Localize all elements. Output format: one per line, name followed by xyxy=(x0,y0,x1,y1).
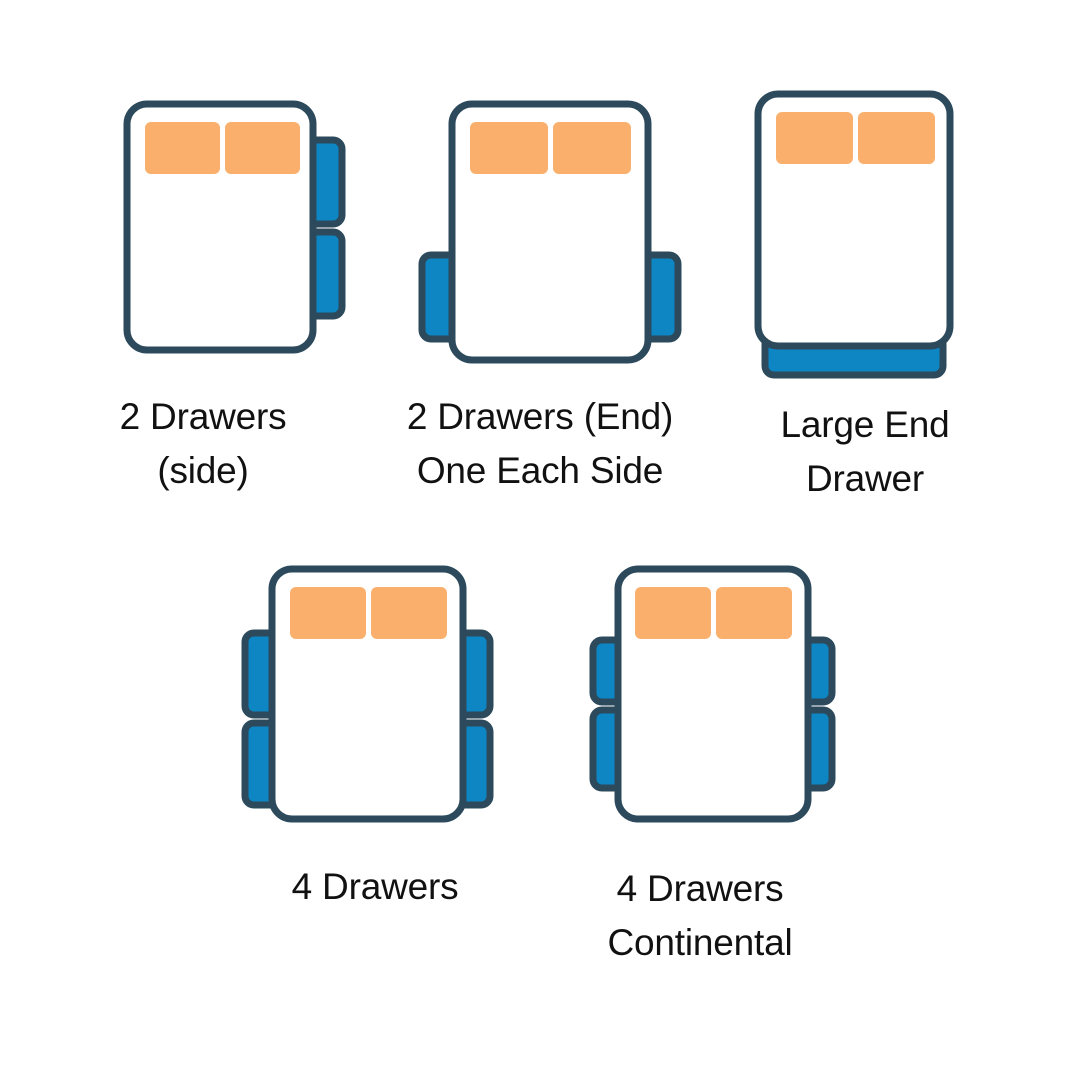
bed-option-label-2-drawers-side: 2 Drawers (side) xyxy=(119,396,287,491)
pillow-right xyxy=(553,122,631,174)
bed-option-label-4-drawers: 4 Drawers xyxy=(291,866,459,907)
bed-option-4-drawers-continental[interactable] xyxy=(580,555,845,845)
bed-option-label-2-drawers-end: 2 Drawers (End) One Each Side xyxy=(406,396,674,491)
bed-2-drawers-side-icon xyxy=(123,100,346,354)
bed-4-drawers-continental-icon xyxy=(589,565,836,823)
pillow-left xyxy=(635,587,711,639)
pillow-left xyxy=(776,112,853,164)
bed-option-large-end-drawer[interactable] xyxy=(750,80,980,390)
bed-option-2-drawers-side[interactable] xyxy=(100,90,360,390)
pillow-right xyxy=(716,587,792,639)
bed-large-end-drawer-icon xyxy=(754,90,954,379)
bed-option-4-drawers[interactable] xyxy=(235,555,500,845)
pillow-left xyxy=(290,587,366,639)
bed-option-2-drawers-end[interactable] xyxy=(410,90,690,390)
bed-option-label-large-end-drawer: Large End Drawer xyxy=(780,404,950,499)
bed-option-label-4-drawers-continental: 4 Drawers Continental xyxy=(607,868,793,963)
bed-4-drawers-icon xyxy=(241,565,494,823)
bed-2-drawers-end-icon xyxy=(418,100,682,364)
pillow-left xyxy=(470,122,548,174)
pillow-left xyxy=(145,122,220,174)
pillow-right xyxy=(371,587,447,639)
pillow-right xyxy=(225,122,300,174)
pillow-right xyxy=(858,112,935,164)
